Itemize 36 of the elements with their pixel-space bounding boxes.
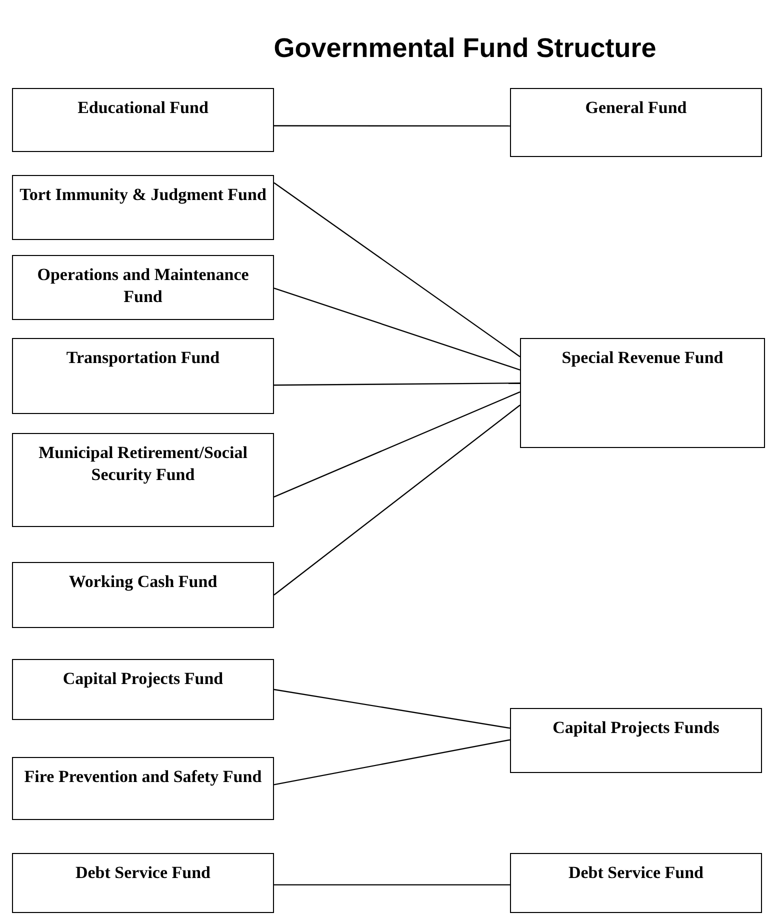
connector-line (274, 382, 520, 386)
fund-name: Capital Projects Fund (62, 668, 224, 690)
fund-name: Debt Service Fund (74, 862, 212, 884)
fund-box (12, 255, 274, 320)
connector-line (274, 288, 520, 370)
connector-line (274, 391, 520, 498)
fund-name: General Fund (584, 97, 688, 119)
connector-line (274, 739, 510, 786)
fund-box (12, 853, 274, 913)
fund-box (510, 88, 762, 157)
fund-name: Transportation Fund (65, 347, 221, 369)
fund-box (520, 338, 765, 448)
fund-box (12, 757, 274, 820)
fund-name: Operations and Maintenance Fund (36, 264, 250, 308)
connector-line (274, 125, 510, 127)
fund-name: Special Revenue Fund (560, 347, 724, 369)
fund-box (12, 433, 274, 527)
fund-box (510, 853, 762, 913)
connector-line (274, 182, 520, 358)
fund-name: Working Cash Fund (68, 571, 218, 593)
fund-box (12, 338, 274, 414)
fund-name: Educational Fund (76, 97, 210, 119)
diagram-title: Governmental Fund Structure (272, 33, 658, 64)
connector-line (274, 688, 510, 729)
fund-name: Capital Projects Funds (552, 717, 720, 739)
fund-box (12, 562, 274, 628)
fund-box (12, 88, 274, 152)
fund-box (510, 708, 762, 773)
connector-line (274, 404, 520, 596)
fund-name: Municipal Retirement/Social Security Fund (38, 442, 248, 486)
fund-box (12, 175, 274, 240)
connector-line (274, 884, 510, 886)
fund-name: Fire Prevention and Safety Fund (23, 766, 263, 788)
fund-box (12, 659, 274, 720)
fund-name: Tort Immunity & Judgment Fund (18, 184, 268, 206)
fund-name: Debt Service Fund (567, 862, 705, 884)
